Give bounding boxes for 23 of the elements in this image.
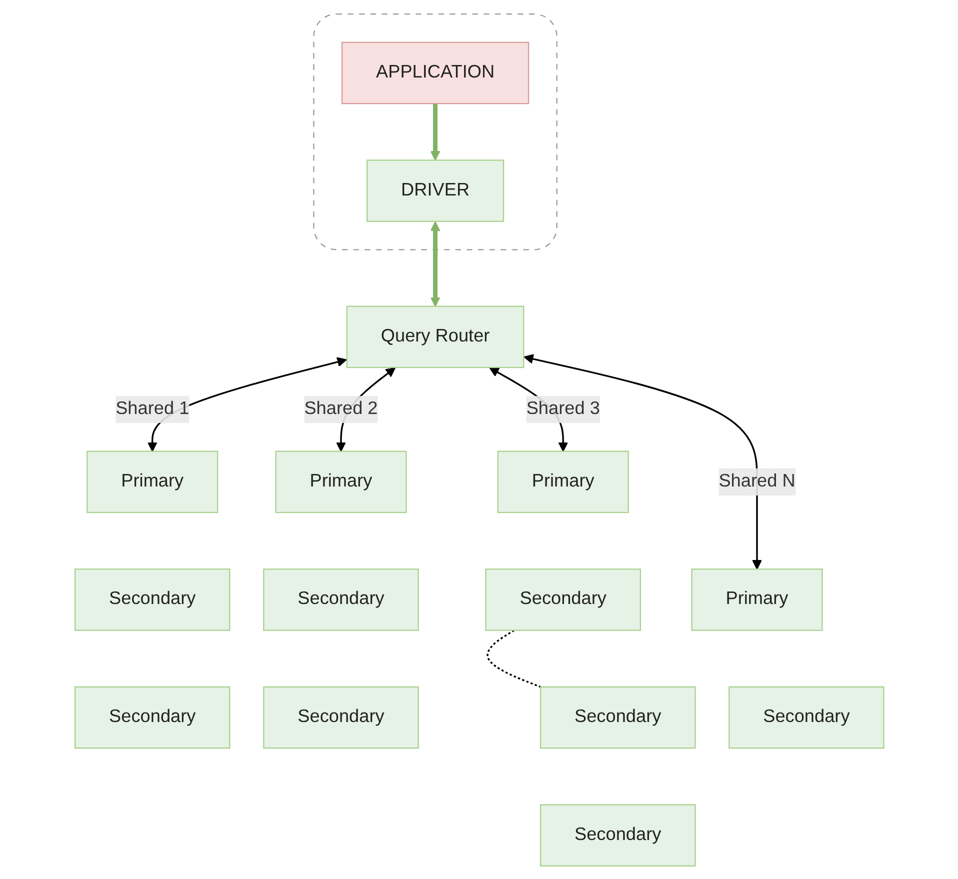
- edge-label: Shared 2: [304, 398, 378, 418]
- arrow: [430, 220, 440, 306]
- node-box: APPLICATION: [341, 41, 529, 104]
- node-box: Secondary: [728, 686, 884, 748]
- node-box: Primary: [496, 450, 628, 513]
- arrow: [430, 103, 440, 160]
- edge-label: Shared 1: [115, 398, 189, 418]
- node-box: DRIVER: [366, 159, 504, 222]
- node-box: Secondary: [484, 568, 641, 630]
- node-box: Secondary: [74, 568, 230, 630]
- node-box: Primary: [690, 568, 822, 630]
- node-box: Primary: [274, 450, 406, 513]
- node-box: Secondary: [262, 568, 418, 630]
- node-box: Secondary: [540, 804, 696, 866]
- connector: [486, 629, 540, 688]
- node-box: Secondary: [262, 686, 418, 748]
- node-box: Primary: [86, 450, 218, 513]
- node-box: Query Router: [346, 305, 524, 368]
- edge-label: Shared N: [718, 471, 795, 490]
- node-box: Secondary: [74, 686, 230, 748]
- edge-label: Shared 3: [526, 398, 600, 418]
- node-box: Secondary: [540, 686, 696, 748]
- arrow: [523, 354, 762, 570]
